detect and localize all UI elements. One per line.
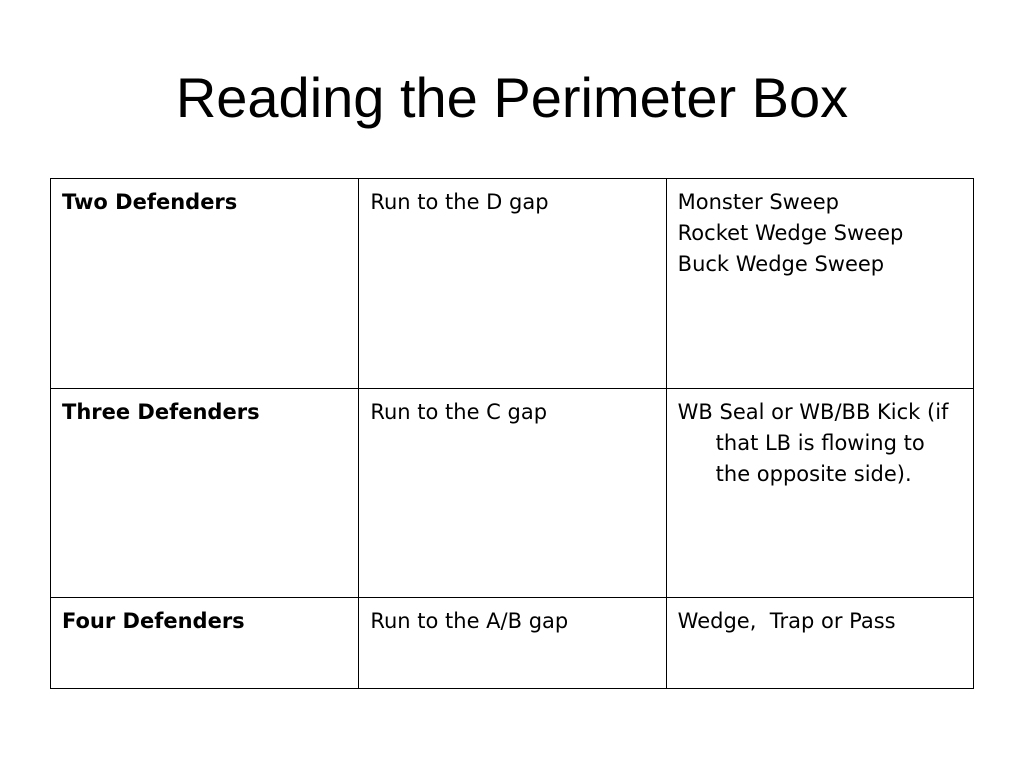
defenders-cell: Three Defenders (49, 388, 360, 598)
plays-cell: Monster Sweep Rocket Wedge Sweep Buck We… (665, 178, 975, 389)
play-item: Monster Sweep (677, 190, 840, 214)
perimeter-box-table: Two Defenders Run to the D gap Monster S… (49, 178, 975, 689)
defenders-cell: Four Defenders (49, 597, 360, 689)
table-row-two-defenders: Two Defenders Run to the D gap Monster S… (49, 178, 975, 389)
table-row-three-defenders: Three Defenders Run to the C gap WB Seal… (49, 388, 975, 598)
action-cell: Run to the D gap (358, 178, 667, 389)
defenders-cell: Two Defenders (49, 178, 360, 389)
play-item: Buck Wedge Sweep (677, 252, 885, 276)
slide-title: Reading the Perimeter Box (175, 66, 849, 129)
plays-cell: Wedge, Trap or Pass (665, 597, 975, 689)
play-item: Rocket Wedge Sweep (677, 221, 904, 245)
action-cell: Run to the A/B gap (358, 597, 667, 689)
action-cell: Run to the C gap (358, 388, 667, 598)
table-row-four-defenders: Four Defenders Run to the A/B gap Wedge,… (49, 597, 975, 689)
play-item: WB Seal or WB/BB Kick (if that LB is flo… (677, 400, 949, 486)
plays-cell: WB Seal or WB/BB Kick (if that LB is flo… (665, 388, 975, 598)
